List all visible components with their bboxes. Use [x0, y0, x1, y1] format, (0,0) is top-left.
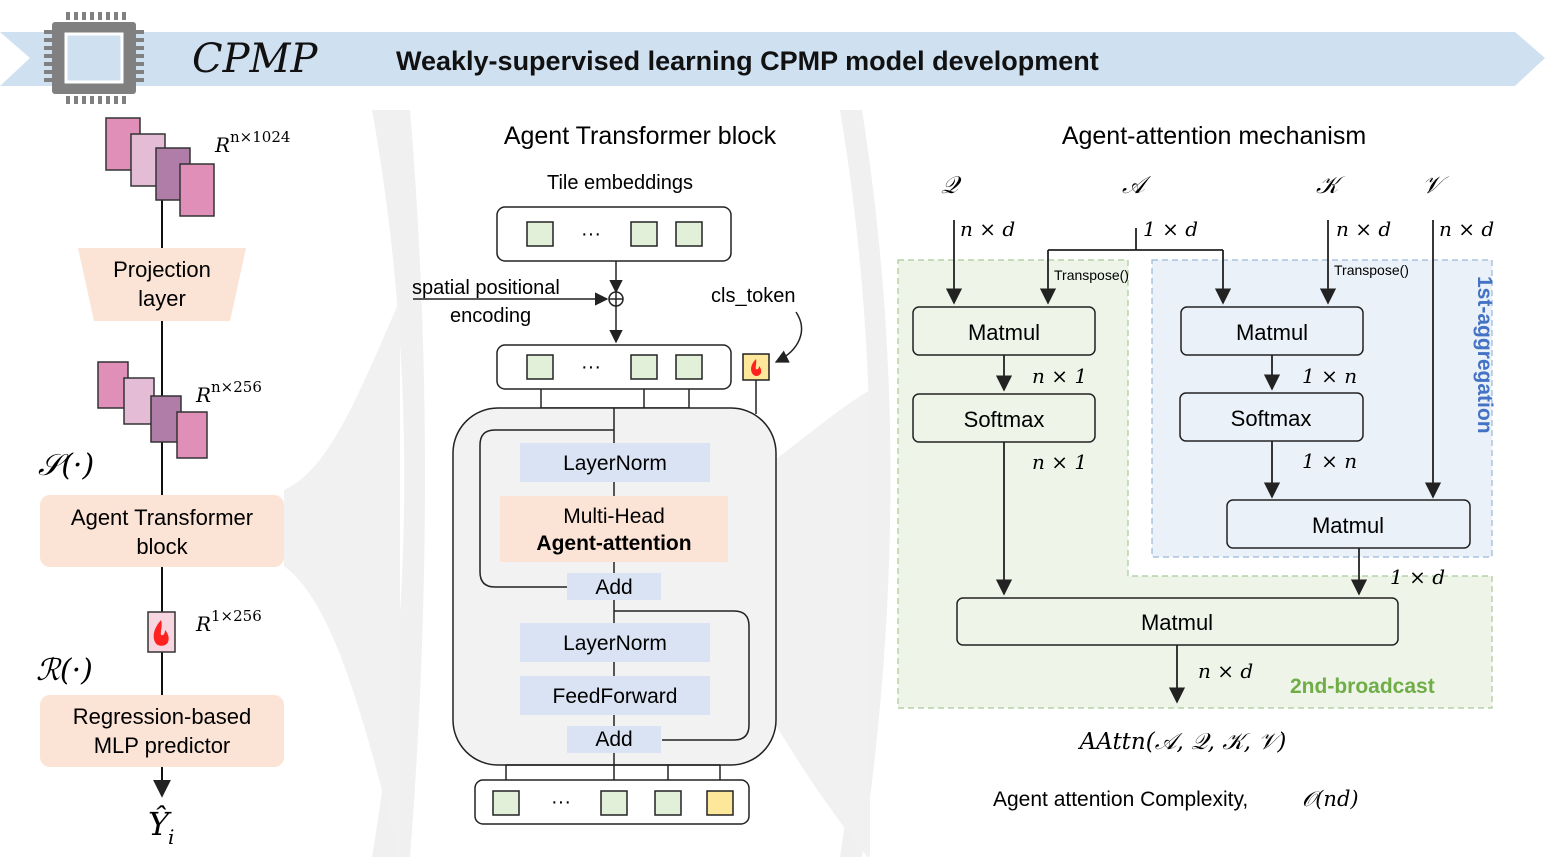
pos-enc-line2: encoding: [450, 305, 531, 327]
left-panel: R n×1024 Projection layer R n×256 𝒮(·) A…: [36, 117, 290, 849]
dim-right3: 1 × d: [1390, 565, 1445, 589]
agent-attention-formula: AAttn(𝒜, 𝒬, 𝒦, 𝒱): [1078, 729, 1287, 755]
add-1-label: Add: [595, 576, 632, 599]
logo-text: CPMP: [192, 36, 318, 82]
agent-block-label-line1: Agent Transformer: [71, 505, 253, 530]
cls-token-label: cls_token: [711, 285, 796, 307]
dim-input-label: n×1024: [230, 128, 290, 146]
add-2: [567, 726, 661, 753]
transpose-1: Transpose(): [1054, 267, 1129, 283]
header-banner: CPMP Weakly-supervised learning CPMP mod…: [0, 12, 1545, 104]
add-operator-icon: [608, 291, 624, 307]
middle-panel: Agent Transformer block Tile embeddings …: [412, 122, 803, 825]
r-function-label: ℛ(·): [36, 653, 93, 688]
predictor-label-line1: Regression-based: [73, 704, 252, 729]
predictor-label-line2: MLP predictor: [94, 733, 231, 758]
add-1: [567, 573, 661, 600]
cls-token-output: [147, 611, 176, 653]
region-2nd-broadcast: [897, 259, 1493, 709]
tile-embedding-row: ···: [496, 206, 732, 262]
dim-base-1: R: [214, 133, 230, 157]
encoded-tile-row: ···: [496, 344, 732, 390]
output-subscript: i: [168, 825, 174, 849]
input-feature-stack: [105, 117, 215, 217]
region1-label: 1st-aggregation: [1473, 276, 1496, 434]
matmul-right-label: Matmul: [1236, 320, 1308, 345]
projection-layer: [78, 248, 246, 321]
dim-left1: n × 1: [1032, 364, 1087, 388]
dim-a: 1 × d: [1143, 217, 1198, 241]
dim-right2: 1 × n: [1302, 449, 1357, 473]
ellipsis-3: ···: [551, 791, 571, 813]
fire-icon: [751, 359, 762, 376]
ellipsis-1: ···: [581, 223, 601, 245]
feedforward: [520, 676, 710, 715]
middle-title: Agent Transformer block: [504, 122, 777, 150]
layernorm-1-label: LayerNorm: [563, 452, 667, 475]
agent-block-label-line2: block: [136, 534, 188, 559]
feedforward-label: FeedForward: [553, 685, 678, 708]
complexity-formula: 𝒪(nd): [1302, 787, 1359, 811]
projected-feature-stack: [97, 361, 208, 459]
dim-base-3: R: [195, 612, 211, 636]
page-title: Weakly-supervised learning CPMP model de…: [396, 46, 1099, 76]
symbol-a: 𝒜: [1122, 171, 1152, 199]
softmax-left-label: Softmax: [964, 407, 1045, 432]
symbol-v: 𝒱: [1422, 171, 1450, 199]
ellipsis-2: ···: [581, 356, 601, 378]
chip-icon: [44, 12, 144, 104]
layernorm-2: [520, 623, 710, 662]
mha-line1: Multi-Head: [563, 505, 665, 528]
projection-label-line1: Projection: [113, 257, 211, 282]
tile-embeddings-label: Tile embeddings: [547, 172, 693, 194]
right-title: Agent-attention mechanism: [1062, 122, 1366, 150]
matmul-right-2: [1226, 499, 1471, 549]
projection-label-line2: layer: [138, 286, 186, 311]
dim-right1: 1 × n: [1302, 364, 1357, 388]
layernorm-2-label: LayerNorm: [563, 632, 667, 655]
add-2-label: Add: [595, 728, 632, 751]
mha-line2: Agent-attention: [536, 532, 691, 555]
agent-transformer-block-node: [40, 495, 284, 567]
pos-enc-line1: spatial positional: [412, 277, 560, 299]
symbol-k: 𝒦: [1316, 171, 1346, 199]
dim-out: n × d: [1198, 659, 1253, 683]
cls-token-cell: [742, 353, 770, 381]
output-y-hat: Ŷ: [148, 805, 172, 843]
dim-base-2: R: [195, 383, 211, 407]
fire-icon: [153, 620, 169, 646]
matmul-left-label: Matmul: [968, 320, 1040, 345]
dim-q: n × d: [960, 217, 1015, 241]
dim-left2: n × 1: [1032, 450, 1087, 474]
matmul-right2-label: Matmul: [1312, 513, 1384, 538]
mlp-predictor-node: [40, 695, 284, 767]
dim-token-label: 1×256: [211, 607, 262, 625]
output-tile-row: ···: [474, 779, 750, 825]
dim-v: n × d: [1439, 217, 1494, 241]
symbol-q: 𝒬: [941, 171, 962, 199]
dim-projected-label: n×256: [211, 378, 262, 396]
right-panel: Agent-attention mechanism 1st-aggregatio…: [897, 122, 1496, 811]
s-function-label: 𝒮(·): [38, 448, 94, 483]
complexity-text: Agent attention Complexity,: [993, 788, 1248, 811]
region2-label: 2nd-broadcast: [1290, 675, 1435, 698]
softmax-right-label: Softmax: [1231, 406, 1312, 431]
matmul-bottom-label: Matmul: [1141, 610, 1213, 635]
transpose-2: Transpose(): [1334, 262, 1409, 278]
dim-k: n × d: [1336, 217, 1391, 241]
layernorm-1: [520, 443, 710, 482]
multihead-agent-attention: [500, 496, 728, 562]
